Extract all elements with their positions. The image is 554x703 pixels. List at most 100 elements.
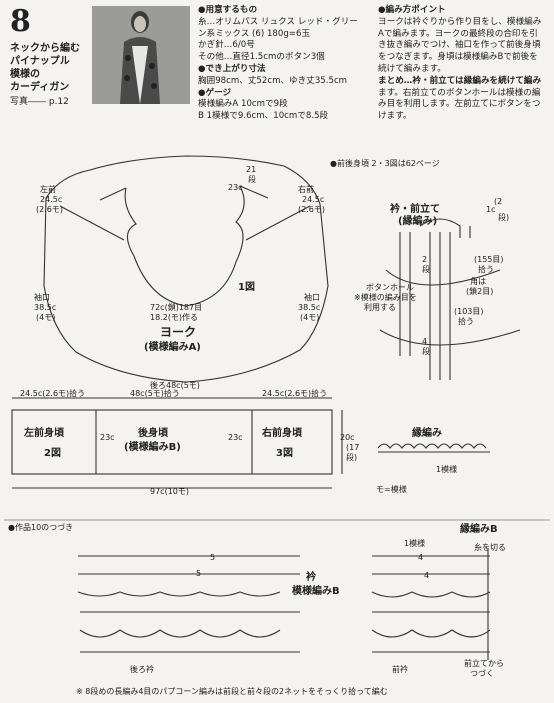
body-dim-right: 24.5c(2.6モ)拾う xyxy=(262,388,327,398)
materials-line: 糸…オリムパス リュクス レッド・グリー xyxy=(198,16,358,27)
body-dim-mid: 48c(5モ)拾う xyxy=(130,388,180,398)
yoke-label: ヨーク xyxy=(160,325,196,339)
points-line: ヨークは衿ぐりから作り目をし、模様編み xyxy=(378,16,542,27)
body-back-name: 後身頃 xyxy=(138,426,169,439)
yoke-right-front-dim: 24.5c xyxy=(302,195,324,204)
yoke-right-sleeve-mod: (4モ) xyxy=(300,313,319,322)
collar-rows-top-2: (2 xyxy=(494,197,502,206)
edging-legend: モ=模様 xyxy=(376,484,407,494)
body-left-name: 左前身頃 xyxy=(23,426,65,439)
collar-title: 衿・前立て xyxy=(390,202,440,215)
size-line: 胸囲98cm、丈52cm、ゆき丈35.5cm xyxy=(198,75,348,86)
collar-buttonhole-3: 利用する xyxy=(364,302,396,312)
body-left-fig: 2図 xyxy=(44,447,61,459)
body-rectangle xyxy=(11,409,333,475)
edging-repeat: 1模様 xyxy=(436,464,457,474)
collar-pick2-unit: 拾う xyxy=(458,316,474,326)
footnote: ※ 8段めの長編み4目のパプコーン編みは前段と前々段の2ネットをそっくり拾って編… xyxy=(76,686,388,696)
body-h-left: 23c xyxy=(100,433,115,442)
collar-rows4: 4 xyxy=(422,337,427,346)
collar-corner-2: (鎖2目) xyxy=(466,286,493,296)
bottom-row-num: 4 xyxy=(424,571,429,580)
collar-rows-top-3: 段) xyxy=(498,212,509,222)
model-photo xyxy=(92,6,190,104)
body-height-unit: 段) xyxy=(346,452,357,462)
yoke-left-sleeve-mod: (4モ) xyxy=(36,313,55,322)
collar-pick1-unit: 拾う xyxy=(478,264,494,274)
yoke-back-label: 後ろ48c(5モ) xyxy=(150,380,200,390)
points-line: Aで編みます。ヨークの最終段の合印を引 xyxy=(378,28,538,39)
collar-buttonhole: ボタンホール xyxy=(366,283,414,292)
bottom-heading: ●作品10のつづき xyxy=(8,522,73,532)
collar-rows4-unit: 段 xyxy=(422,346,430,356)
pattern-number: 8 xyxy=(10,4,31,39)
yoke-right-sleeve-label: 袖口 xyxy=(304,292,320,302)
body-total: 97c(10モ) xyxy=(150,487,189,496)
yoke-left-sleeve-dim: 38.5c xyxy=(34,303,56,312)
gauge-line: 模様編みA 10cmで9段 xyxy=(198,99,288,110)
body-back-pattern: (模様編みB) xyxy=(124,440,181,453)
body-dim-left: 24.5c(2.6モ)拾う xyxy=(20,388,85,398)
materials-line: ン系ミックス (6) 180g=6玉 xyxy=(198,28,311,39)
size-heading: ●でき上がり寸法 xyxy=(198,63,266,74)
collar-corner: 角は xyxy=(470,276,486,286)
points-line: み目を利用します。左前立てにボタンをつ xyxy=(378,99,541,110)
gauge-heading: ●ゲージ xyxy=(198,87,232,98)
title-line-4: カーディガン xyxy=(10,82,70,93)
bottom-pattern: 模様編みB xyxy=(292,584,340,597)
yoke-left-front-mod: (2.6モ) xyxy=(36,205,63,214)
edging-row xyxy=(377,443,487,449)
points-line: をつなぎます。身頃は模様編みBで前後を xyxy=(378,52,538,63)
collar-band xyxy=(399,218,471,380)
collar-sub: (縁編み) xyxy=(398,214,437,227)
yoke-right-front-mod: (2.6モ) xyxy=(298,205,325,214)
collar-rows-unit: 段 xyxy=(422,264,430,274)
materials-line: かぎ針…6/0号 xyxy=(198,40,255,51)
yoke-left-sleeve-label: 袖口 xyxy=(34,292,50,302)
materials-heading: ●用意するもの xyxy=(198,5,258,15)
points-line: けます。 xyxy=(378,111,412,122)
yoke-neck-label: 72c(鎖)187目 xyxy=(150,302,202,312)
points-line: 続けて編みます。 xyxy=(378,63,446,74)
bottom-row-num: 5 xyxy=(210,553,215,562)
body-right-name: 右前身頃 xyxy=(261,426,303,439)
bottom-front-band-2: つづく xyxy=(470,669,494,678)
yoke-top-rows: 21 xyxy=(246,165,256,174)
bottom-pattern-count: 1模様 xyxy=(404,538,425,548)
yoke-outer-edge xyxy=(43,155,329,383)
yoke-depth: 23c xyxy=(228,183,243,192)
yoke-left-front-label: 左前 xyxy=(40,184,56,194)
bottom-cut: 糸を切る xyxy=(474,542,506,552)
yoke-neck-label-2: 18.2(モ)作る xyxy=(150,312,198,322)
points-line: き抜き編みでつけ、袖口を作って前後身頃 xyxy=(378,40,541,51)
points-column: ●編み方ポイント ヨークは衿ぐりから作り目をし、模様編み Aで編みます。ヨークの… xyxy=(378,5,550,123)
points-heading: ●編み方ポイント xyxy=(378,5,446,15)
title-line-1: ネックから編む xyxy=(10,43,80,54)
edging-title: 縁編み xyxy=(412,426,442,439)
yoke-right-front-label: 右前 xyxy=(298,184,314,194)
photo-reference: 写真―― p.12 xyxy=(10,97,69,107)
bottom-back-neck: 後ろ衿 xyxy=(130,664,154,674)
materials-line: その他…直径1.5cmのボタン3個 xyxy=(198,52,325,63)
bottom-front-band: 前立てから xyxy=(464,658,504,668)
yoke-neck-edge xyxy=(124,185,245,307)
title-line-2: パイナップル xyxy=(10,56,70,67)
body-h-right: 23c xyxy=(228,433,243,442)
points-line: ます。右前立てのボタンホールは模様の編 xyxy=(378,87,541,98)
chart-right xyxy=(371,548,491,660)
yoke-pattern: (模様編みA) xyxy=(144,340,201,353)
bottom-row-num: 4 xyxy=(418,553,423,562)
yoke-left-front-dim: 24.5c xyxy=(40,195,62,204)
info-column: ●用意するもの 糸…オリムパス リュクス レッド・グリー ン系ミックス (6) … xyxy=(198,5,368,123)
yoke-figure: 1図 xyxy=(238,281,255,293)
collar-rows-top: 1c xyxy=(486,205,496,214)
title-line-3: 模様の xyxy=(10,69,40,80)
points-line: まとめ…衿・前立ては縁編みを続けて編み xyxy=(378,75,542,86)
collar-buttonhole-2: ※模様の編み目を xyxy=(354,292,417,302)
pattern-title: ネックから編む パイナップル 模様の カーディガン 写真―― p.12 xyxy=(10,42,80,108)
gauge-line: B 1模様で9.6cm、10cmで8.5段 xyxy=(198,111,329,122)
bottom-front-collar: 前衿 xyxy=(392,664,408,674)
bottom-edge-title: 縁編みB xyxy=(460,522,498,535)
collar-pick2: (103目) xyxy=(454,307,484,316)
